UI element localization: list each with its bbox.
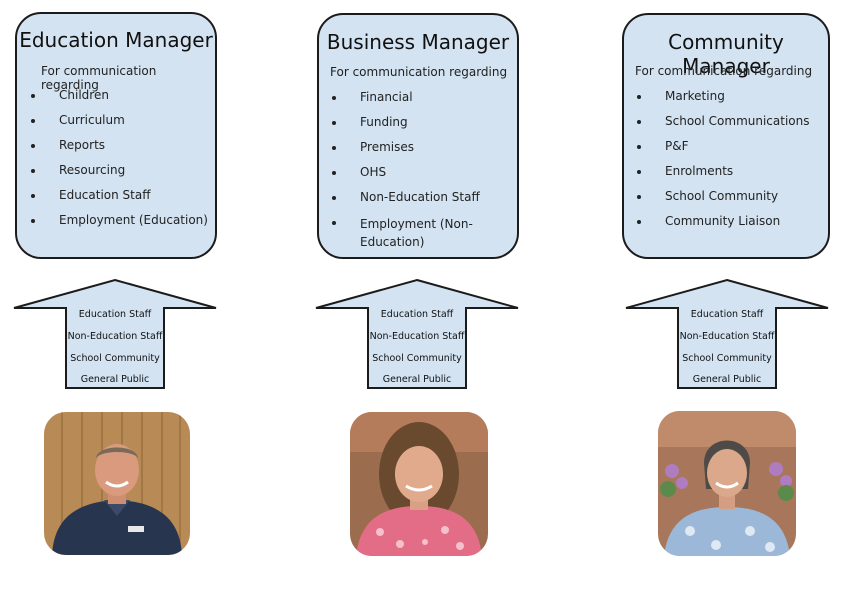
bullet-icon [332,121,336,125]
arrow-label: General Public [382,374,452,385]
list-item: Reports [31,138,208,153]
list-item: Employment (Non-Education) [332,215,480,251]
bullet-icon [31,219,35,223]
portrait-image [658,411,796,556]
arrow-label: Education Staff [380,309,454,320]
list-item: Non-Education Staff [332,190,480,205]
up-arrow-community: Education Staff Non-Education Staff Scho… [624,278,830,390]
list-item: P&F [637,139,810,154]
up-arrow-education: Education Staff Non-Education Staff Scho… [12,278,218,390]
education-manager-photo [44,412,190,555]
list-item: Resourcing [31,163,208,178]
arrow-label: Non-Education Staff [369,331,465,342]
list-item: School Communications [637,114,810,129]
bullet-icon [332,196,336,200]
arrow-label: School Community [70,353,160,364]
business-manager-photo [350,412,488,556]
card-title: Education Manager [19,28,213,52]
list-item: Children [31,88,208,103]
arrow-label: Non-Education Staff [67,331,163,342]
card-intro: For communication regarding [41,64,157,92]
bullet-icon [31,144,35,148]
bullet-icon [637,145,641,149]
arrow-label: School Community [682,353,772,364]
topic-list: Financial Funding Premises OHS Non-Educa… [332,90,480,251]
list-item: Marketing [637,89,810,104]
card-intro: For communication regarding [635,64,813,78]
bullet-icon [31,119,35,123]
community-manager-card: Community Manager For communication rega… [622,13,830,259]
card-intro: For communication regarding [330,65,508,79]
arrow-label: Education Staff [690,309,764,320]
list-item: OHS [332,165,480,180]
education-manager-card: Education Manager For communication rega… [15,12,217,259]
list-item: Education Staff [31,188,208,203]
bullet-icon [31,194,35,198]
card-title: Business Manager [326,30,510,54]
list-item: School Community [637,189,810,204]
card-title: Community Manager [668,30,784,78]
community-manager-photo [658,411,796,556]
bullet-icon [637,220,641,224]
arrow-label: General Public [80,374,150,385]
arrow-label: Education Staff [78,309,152,320]
list-item: Financial [332,90,480,105]
list-item: Curriculum [31,113,208,128]
bullet-icon [31,94,35,98]
portrait-image [44,412,190,555]
bullet-icon [332,221,336,225]
bullet-icon [332,96,336,100]
bullet-icon [637,170,641,174]
bullet-icon [637,120,641,124]
up-arrow-icon [625,278,829,389]
bullet-icon [637,95,641,99]
bullet-icon [31,169,35,173]
bullet-icon [332,171,336,175]
topic-list: Marketing School Communications P&F Enro… [637,89,810,229]
arrow-label: School Community [372,353,462,364]
up-arrow-icon [13,278,217,389]
portrait-image [350,412,488,556]
bullet-icon [637,195,641,199]
arrow-label: General Public [692,374,762,385]
up-arrow-business: Education Staff Non-Education Staff Scho… [314,278,520,390]
list-item: Community Liaison [637,214,810,229]
business-manager-card: Business Manager For communication regar… [317,13,519,259]
topic-list: Children Curriculum Reports Resourcing E… [31,88,208,228]
list-item: Enrolments [637,164,810,179]
list-item: Employment (Education) [31,213,208,228]
bullet-icon [332,146,336,150]
up-arrow-icon [315,278,519,389]
list-item: Funding [332,115,480,130]
arrow-label: Non-Education Staff [679,331,775,342]
list-item: Premises [332,140,480,155]
